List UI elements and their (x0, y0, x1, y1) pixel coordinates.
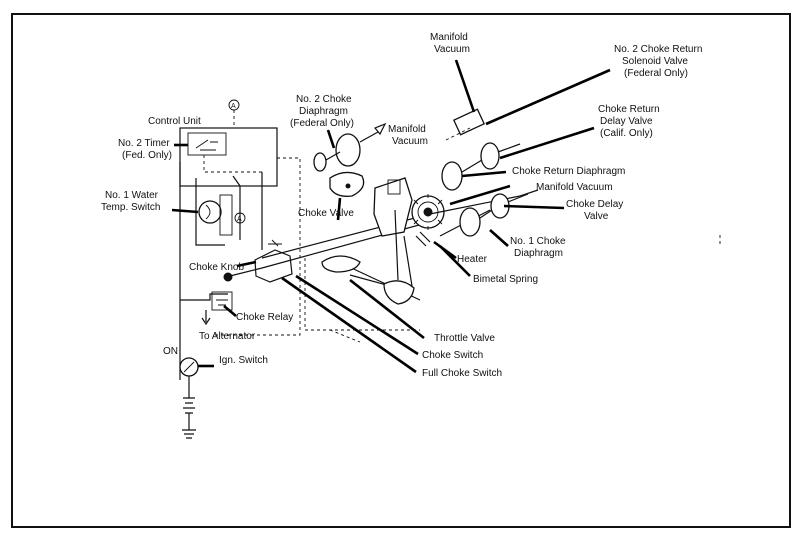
no1-diaphragm-part (459, 207, 481, 237)
label-manifold-vacuum-left-2: Vacuum (392, 136, 428, 147)
choke-relay-symbol (211, 291, 233, 311)
diagram-frame (11, 13, 791, 528)
label-delay-valve-1: Choke Return (598, 104, 660, 115)
electrical-circuit: A A (179, 99, 301, 439)
label-choke-knob: Choke Knob (189, 262, 244, 273)
label-choke-switch: Choke Switch (422, 350, 483, 361)
labels: Control Unit No. 2 Timer (Fed. Only) No.… (101, 32, 702, 379)
label-choke-valve: Choke Valve (298, 208, 354, 219)
label-water-temp-1: No. 1 Water (105, 190, 159, 201)
label-choke-delay-1: Choke Delay (566, 199, 623, 210)
marker-a-top-label: A (231, 103, 236, 110)
control-unit-box (179, 127, 278, 187)
water-temp-bracket (219, 194, 233, 236)
label-on: ON (163, 346, 178, 357)
label-throttle-valve: Throttle Valve (434, 333, 495, 344)
label-control-unit: Control Unit (148, 116, 201, 127)
solenoid-valve-part (452, 108, 486, 136)
throttle-link (383, 280, 415, 305)
return-diaphragm-part (441, 161, 463, 191)
label-manifold-vacuum-top-2: Vacuum (434, 44, 470, 55)
label-delay-valve-3: (Calif. Only) (600, 128, 653, 139)
label-manifold-vacuum-top-1: Manifold (430, 32, 468, 43)
leader-lines (171, 59, 611, 374)
no2-timer-box (187, 132, 227, 156)
label-full-choke-switch: Full Choke Switch (422, 368, 502, 379)
label-delay-valve-2: Delay Valve (600, 116, 653, 127)
label-return-diaphragm: Choke Return Diaphragm (512, 166, 625, 177)
label-ign-switch: Ign. Switch (219, 355, 268, 366)
label-no2-diaphragm-2: Diaphragm (299, 106, 348, 117)
no2-diaphragm-part (335, 133, 361, 167)
label-no2-diaphragm-1: No. 2 Choke (296, 94, 352, 105)
label-no1-diaphragm-2: Diaphragm (514, 248, 563, 259)
marker-a-mid (234, 212, 246, 224)
marker-a-mid-label: A (237, 216, 242, 223)
label-no2-diaphragm-3: (Federal Only) (290, 118, 354, 129)
label-no1-diaphragm-1: No. 1 Choke (510, 236, 566, 247)
label-manifold-vacuum-mid: Manifold Vacuum (536, 182, 613, 193)
label-solenoid-1: No. 2 Choke Return (614, 44, 702, 55)
throttle-valve-part (321, 255, 361, 273)
label-manifold-vacuum-left-1: Manifold (388, 124, 426, 135)
label-water-temp-2: Temp. Switch (101, 202, 160, 213)
label-bimetal-spring: Bimetal Spring (473, 274, 538, 285)
label-to-alternator: To Alternator (199, 331, 256, 342)
carburetor-body (373, 177, 413, 237)
choke-knob-symbol (223, 272, 233, 282)
label-choke-delay-2: Valve (584, 211, 609, 222)
label-solenoid-3: (Federal Only) (624, 68, 688, 79)
label-no2-timer: No. 2 Timer (118, 138, 170, 149)
label-heater: Heater (457, 254, 488, 265)
label-no2-timer-fed: (Fed. Only) (122, 150, 172, 161)
label-choke-relay: Choke Relay (236, 312, 293, 323)
mechanical-assembly (261, 108, 721, 343)
label-solenoid-2: Solenoid Valve (622, 56, 688, 67)
